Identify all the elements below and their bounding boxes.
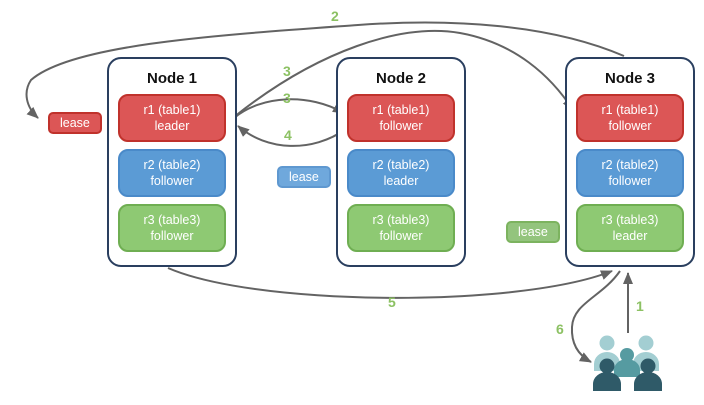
step-label-3a: 3 (283, 63, 291, 79)
node-2: Node 2 r1 (table1) follower r2 (table2) … (336, 57, 466, 267)
step-label-1: 1 (636, 298, 644, 314)
replica-name: r1 (table1) (143, 102, 201, 117)
replica-role: leader (154, 119, 190, 133)
step-label-6: 6 (556, 321, 564, 337)
node-2-replica-r2: r2 (table2) leader (347, 149, 455, 197)
lease-tag-green: lease (506, 221, 560, 243)
replica-role: follower (150, 174, 194, 188)
node-3-title: Node 3 (604, 70, 655, 87)
arrow-step2-node3-to-lease (25, 21, 625, 119)
node-2-replica-r1: r1 (table1) follower (347, 94, 455, 142)
lease-tag-blue: lease (277, 166, 331, 188)
step-label-2: 2 (331, 8, 339, 24)
replica-name: r1 (table1) (601, 102, 659, 117)
node-1: Node 1 r1 (table1) leader r2 (table2) fo… (107, 57, 237, 267)
node-2-replica-r3: r3 (table3) follower (347, 204, 455, 252)
replica-name: r3 (table3) (143, 212, 201, 227)
step-label-5: 5 (388, 294, 396, 310)
arrow-step5-node1-to-node3 (167, 267, 613, 299)
replica-role: follower (379, 229, 423, 243)
replica-name: r2 (table2) (601, 157, 659, 172)
node-2-title: Node 2 (375, 70, 426, 87)
replica-name: r3 (table3) (372, 212, 430, 227)
replica-role: follower (608, 119, 652, 133)
replica-role: follower (608, 174, 652, 188)
arrow-step6-node3-to-users (570, 270, 621, 363)
replica-role: follower (150, 229, 194, 243)
arrow-step4-node2-to-node1 (237, 125, 347, 147)
node-1-replica-r2: r2 (table2) follower (118, 149, 226, 197)
step-label-3b: 3 (283, 90, 291, 106)
replica-name: r1 (table1) (372, 102, 430, 117)
replica-name: r2 (table2) (143, 157, 201, 172)
step-label-4: 4 (284, 127, 292, 143)
node-3-replica-r2: r2 (table2) follower (576, 149, 684, 197)
replica-role: follower (379, 119, 423, 133)
lease-tag-red: lease (48, 112, 102, 134)
arrow-step3-node1-to-node2 (233, 98, 345, 119)
node-1-replica-r3: r3 (table3) follower (118, 204, 226, 252)
arrow-step3-node1-to-node3 (233, 29, 574, 118)
users-icon (593, 335, 662, 391)
node-1-title: Node 1 (146, 70, 197, 87)
node-3-replica-r3: r3 (table3) leader (576, 204, 684, 252)
replica-role: leader (612, 229, 648, 243)
node-3: Node 3 r1 (table1) follower r2 (table2) … (565, 57, 695, 267)
node-3-replica-r1: r1 (table1) follower (576, 94, 684, 142)
replica-name: r2 (table2) (372, 157, 430, 172)
replica-role: leader (383, 174, 419, 188)
replica-name: r3 (table3) (601, 212, 659, 227)
node-1-replica-r1: r1 (table1) leader (118, 94, 226, 142)
